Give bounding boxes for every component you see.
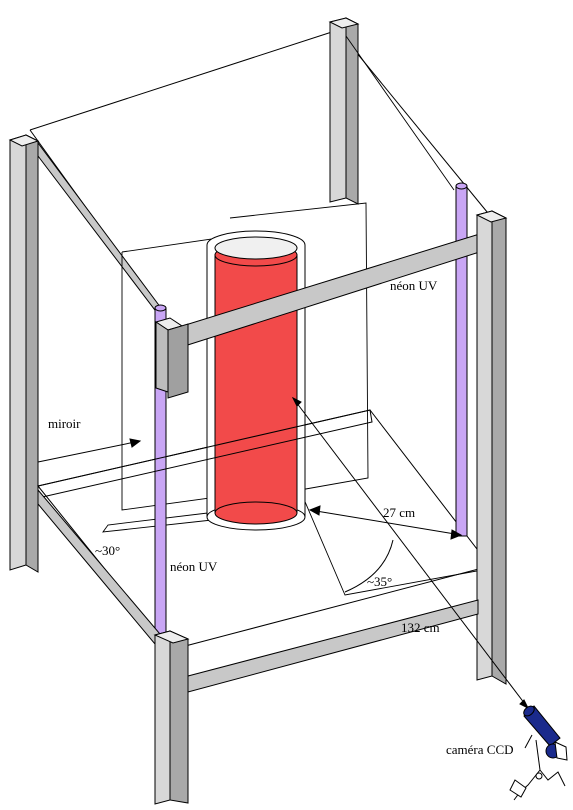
back-left-post <box>8 134 40 573</box>
camera-ccd-label: caméra CCD <box>446 742 514 757</box>
measurement-lines <box>37 35 530 710</box>
neon-uv-right-label: néon UV <box>390 278 438 293</box>
post-brackets <box>154 317 189 399</box>
ccd-camera-icon <box>509 705 568 801</box>
neon-tube-right <box>455 182 468 537</box>
front-left-post <box>153 630 190 805</box>
angle-35-label: ~35° <box>367 574 392 589</box>
back-right-post <box>328 17 360 205</box>
miroir-label: miroir <box>48 416 81 431</box>
top-left-beam <box>37 141 165 324</box>
front-right-post <box>475 210 508 685</box>
distance-27cm-label: 27 cm <box>383 505 415 520</box>
angle-30-label: ~30° <box>95 543 120 558</box>
red-cylinder <box>215 255 297 513</box>
distance-132cm-label: 132 cm <box>401 620 440 635</box>
neon-uv-left-label: néon UV <box>170 559 218 574</box>
cylinder-assembly <box>206 230 306 531</box>
